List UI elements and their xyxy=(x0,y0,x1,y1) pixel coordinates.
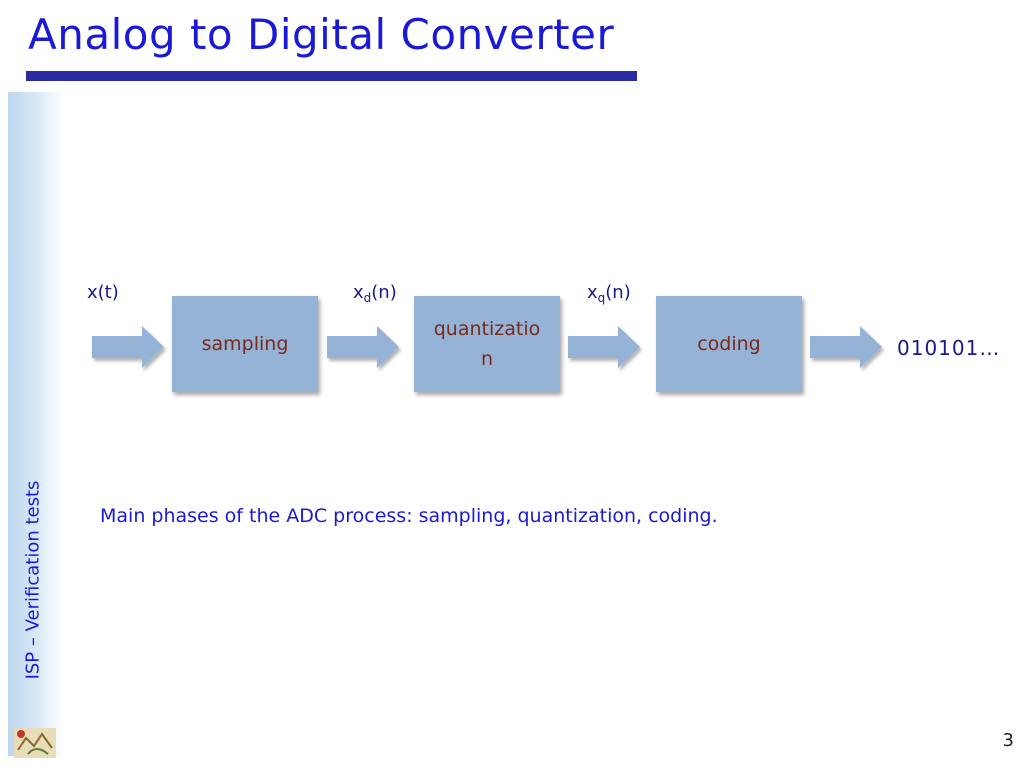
arrow-output xyxy=(810,326,882,368)
page-number: 3 xyxy=(1002,730,1014,751)
logo-icon xyxy=(14,728,56,758)
coding-block: coding xyxy=(656,296,802,392)
title-underline xyxy=(26,71,637,81)
arrow-input xyxy=(92,326,164,368)
arrow-sampling-to-quantization xyxy=(327,326,399,368)
digital-output-label: 010101… xyxy=(897,336,1001,360)
page-title: Analog to Digital Converter xyxy=(28,10,615,59)
quantization-block-label: quantization xyxy=(433,318,541,370)
sidebar-band xyxy=(8,92,64,756)
coding-block-label: coding xyxy=(697,333,761,355)
sampling-block: sampling xyxy=(172,296,318,392)
sampled-signal-label: xd(n) xyxy=(353,282,397,305)
quantized-signal-label: xq(n) xyxy=(587,282,631,305)
arrow-quantization-to-coding xyxy=(568,326,640,368)
quantization-block: quantization xyxy=(414,296,560,392)
input-signal-label: x(t) xyxy=(87,282,119,303)
sampling-block-label: sampling xyxy=(201,333,289,355)
diagram-caption: Main phases of the ADC process: sampling… xyxy=(100,505,718,527)
